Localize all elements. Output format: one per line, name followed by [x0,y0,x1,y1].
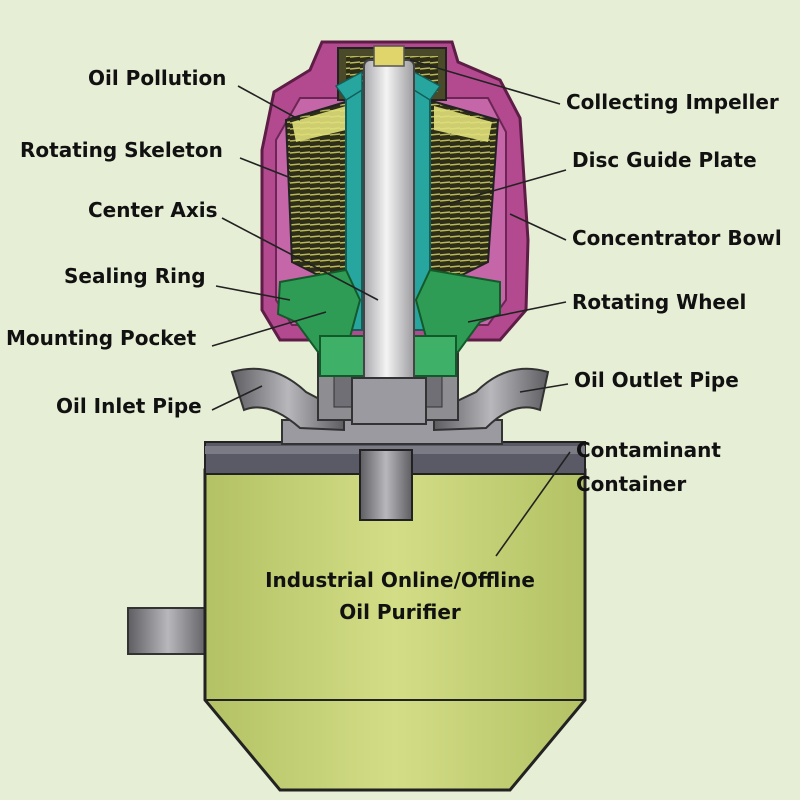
leader-oil-pollution [237,85,301,121]
center-axis-shape [363,59,415,391]
label-contaminant-container-line2: Container [576,472,687,496]
product-title-line1: Industrial Online/Offline [265,568,535,592]
axis-bearing [351,377,427,425]
leader-disc-guide [439,169,567,207]
drain-pipe [127,607,209,655]
leader-mounting-pocket [211,311,327,347]
leader-rotating-skeleton [239,157,297,181]
leader-center-axis [221,217,379,301]
label-collecting-impeller: Collecting Impeller [566,90,779,114]
leader-collecting-impeller [409,59,561,105]
mounting-pocket-shape [319,335,365,377]
product-title-line2: Oil Purifier [339,600,461,624]
label-contaminant-container-line1: Contaminant [576,438,721,462]
label-disc-guide-plate: Disc Guide Plate [572,148,757,172]
mounting-pocket-shape-right [411,335,457,377]
leader-oil-inlet [211,385,263,411]
guide-cap-left [334,70,363,102]
disc-highlight-left [292,106,346,142]
label-rotating-wheel: Rotating Wheel [572,290,747,314]
leader-oil-outlet [519,383,569,393]
disc-highlight-right [434,106,492,142]
label-oil-inlet-pipe: Oil Inlet Pipe [56,394,202,418]
label-oil-pollution: Oil Pollution [88,66,227,90]
leader-contaminant-container [495,451,571,557]
label-oil-outlet-pipe: Oil Outlet Pipe [574,368,739,392]
leader-sealing-ring [215,285,291,301]
label-mounting-pocket: Mounting Pocket [6,326,197,350]
leader-rotating-wheel [467,301,567,323]
label-rotating-skeleton: Rotating Skeleton [20,138,223,162]
drain-stub [359,449,413,521]
leader-lines [211,59,571,557]
label-sealing-ring: Sealing Ring [64,264,206,288]
leader-concentrator-bowl [509,213,567,241]
label-concentrator-bowl: Concentrator Bowl [572,226,782,250]
label-center-axis: Center Axis [88,198,218,222]
axis-top-cap [373,45,405,67]
